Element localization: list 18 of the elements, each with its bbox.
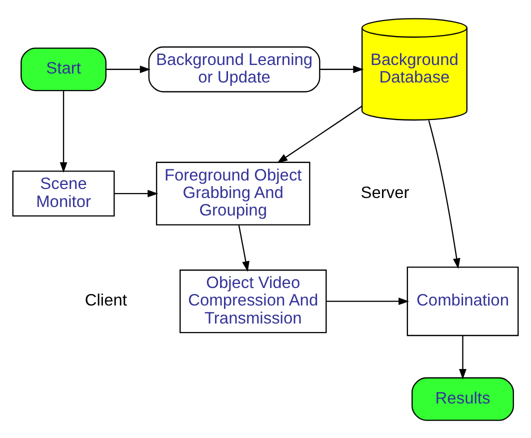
arrow bbox=[320, 65, 364, 73]
label: Server bbox=[360, 183, 410, 202]
node-box: Object Video Compression And Transmission bbox=[180, 269, 327, 333]
arrow bbox=[277, 105, 362, 163]
arrow bbox=[238, 224, 250, 272]
arrow bbox=[428, 120, 460, 268]
node-box: Results bbox=[412, 376, 514, 420]
label: Client bbox=[84, 291, 127, 310]
node-box: Background Learning or Update bbox=[148, 46, 320, 92]
arrow bbox=[459, 335, 466, 380]
node-box: Combination bbox=[406, 266, 519, 336]
node-box: Scene Monitor bbox=[12, 170, 115, 216]
arrow bbox=[326, 297, 410, 305]
node-box: Foreground Object Grabbing And Grouping bbox=[156, 161, 310, 225]
arrow bbox=[106, 65, 151, 73]
node-box: Start bbox=[20, 47, 107, 91]
arrow bbox=[60, 90, 68, 172]
arrow bbox=[114, 189, 158, 197]
